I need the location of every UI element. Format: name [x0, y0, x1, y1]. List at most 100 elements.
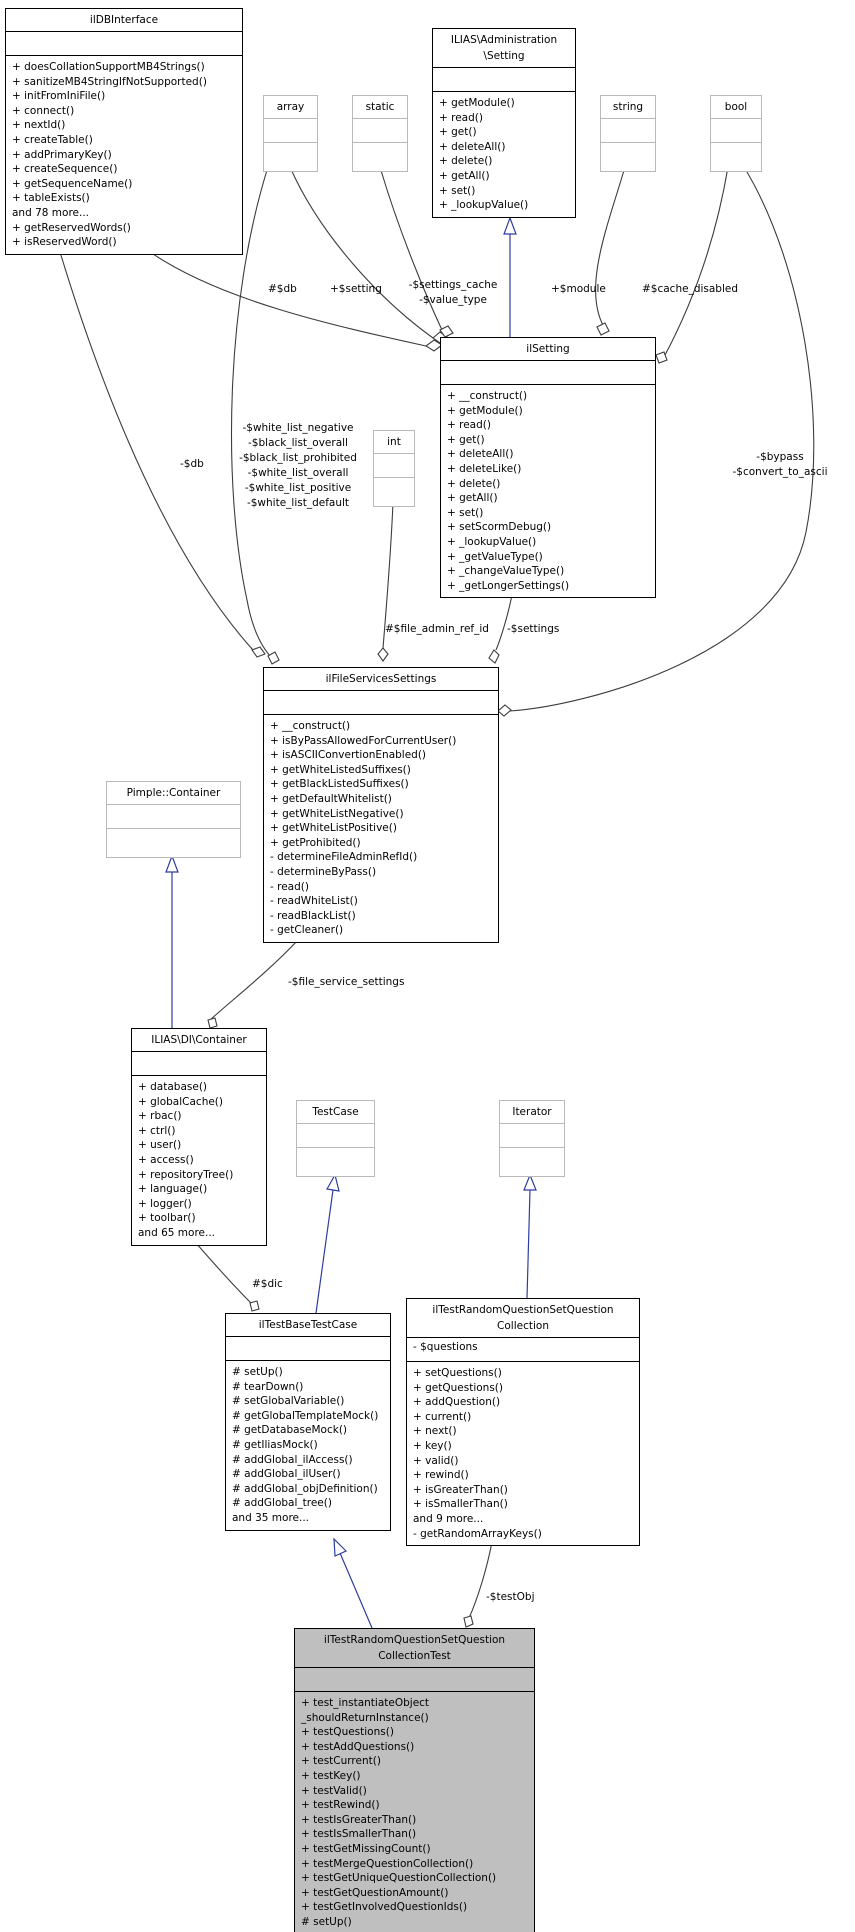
class-bool[interactable]: bool [710, 95, 762, 172]
class-testcase[interactable]: TestCase [296, 1100, 375, 1177]
text-line: #$dic [252, 1278, 283, 1290]
text-line: int [387, 436, 401, 448]
class-static[interactable]: static [352, 95, 408, 172]
text-line: + toolbar() [138, 1212, 196, 1225]
class-attributes [295, 1668, 534, 1692]
edge-ildbinterface-to-ilfileservicessettings [59, 251, 254, 651]
class-methods [601, 143, 655, 171]
text-line: Collection [497, 1320, 549, 1332]
class-int[interactable]: int [373, 430, 415, 507]
class-title: ilFileServicesSettings [264, 668, 498, 691]
class-methods: + getModule()+ read()+ get()+ deleteAll(… [433, 92, 575, 217]
text-line: + getWhiteListNegative() [270, 807, 404, 820]
class-ilias-administration-setting[interactable]: ILIAS\Administration\Setting+ getModule(… [432, 28, 576, 218]
text-line: + _lookupValue() [447, 535, 537, 548]
text-line: + testValid() [301, 1784, 367, 1797]
class-title: array [264, 96, 317, 119]
class-title: static [353, 96, 407, 119]
text-line: + delete() [439, 155, 493, 168]
text-line: + testGetInvolvedQuestionIds() [301, 1901, 468, 1914]
class-title: ilTestBaseTestCase [226, 1314, 390, 1337]
text-line: # setUp() [301, 1915, 352, 1928]
class-attributes [433, 68, 575, 92]
class-ilfileservicessettings[interactable]: ilFileServicesSettings+ __construct()+ i… [263, 667, 499, 943]
text-line: + testGetQuestionAmount() [301, 1886, 449, 1899]
text-line: + addPrimaryKey() [12, 148, 112, 161]
text-line: + _getValueType() [447, 550, 543, 563]
text-line: + testGetUniqueQuestionCollection() [301, 1872, 497, 1885]
text-line: + __construct() [447, 390, 528, 402]
class-methods [374, 478, 414, 506]
text-line: + testRewind() [301, 1799, 380, 1812]
class-attributes [353, 119, 407, 143]
class-methods: # setUp()# tearDown()# setGlobalVariable… [226, 1361, 390, 1530]
edge-label-settings-private: -$settings [507, 622, 559, 637]
text-line: -$white_list_positive [244, 482, 352, 494]
text-line: #$cache_disabled [642, 283, 739, 295]
text-line: + isGreaterThan() [413, 1483, 508, 1496]
text-line: + testIsSmallerThan() [301, 1828, 417, 1841]
edge-label-setting-public: +$setting [330, 282, 382, 297]
text-line: and 78 more... [12, 206, 90, 219]
class-string[interactable]: string [600, 95, 656, 172]
text-line: # addGlobal_ilAccess() [232, 1453, 353, 1466]
text-line: Iterator [512, 1106, 552, 1118]
edge-label-bypass: -$bypass-$convert_to_ascii [728, 450, 832, 480]
class-title: ILIAS\DI\Container [132, 1029, 266, 1052]
class-attributes [226, 1337, 390, 1361]
text-line: + getWhiteListedSuffixes() [270, 763, 411, 776]
class-iterator[interactable]: Iterator [499, 1100, 565, 1177]
text-line: ilTestBaseTestCase [258, 1319, 358, 1331]
text-line: and 35 more... [232, 1511, 310, 1524]
text-line: + _getLongerSettings() [447, 579, 570, 592]
class-array[interactable]: array [263, 95, 318, 172]
class-attributes: - $questions [407, 1338, 639, 1362]
class-methods: + test_instantiateObject_shouldReturnIns… [295, 1692, 534, 1932]
text-line: -$file_service_settings [288, 976, 405, 988]
text-line: + test_instantiateObject [301, 1697, 430, 1709]
class-attributes [6, 32, 242, 56]
class-attributes [601, 119, 655, 143]
text-line: + createSequence() [12, 163, 118, 176]
text-line: -$convert_to_ascii [732, 466, 828, 478]
text-line: + getBlackListedSuffixes() [270, 778, 409, 791]
text-line: + nextId() [12, 119, 66, 132]
class-ilsetting[interactable]: ilSetting+ __construct()+ getModule()+ r… [440, 337, 656, 599]
edge-dicontainer-to-iltestbasetestcase [195, 1242, 252, 1304]
text-line: + user() [138, 1139, 182, 1152]
class-iltestbasetestcase[interactable]: ilTestBaseTestCase # setUp()# tearDown()#… [225, 1313, 391, 1531]
text-line: + deleteLike() [447, 462, 522, 475]
class-title: Pimple::Container [107, 782, 240, 805]
edge-label-white-black-lists: -$white_list_negative-$black_list_overal… [228, 421, 368, 511]
text-line: + getProhibited() [270, 836, 361, 849]
class-title: ilDBInterface [6, 9, 242, 32]
text-line: + isASCIIConvertionEnabled() [270, 749, 427, 762]
text-line: + testQuestions() [301, 1726, 394, 1739]
text-line: +$setting [330, 283, 382, 295]
class-ilias-di-container[interactable]: ILIAS\DI\Container+ database()+ globalCa… [131, 1028, 267, 1246]
text-line: ILIAS\Administration [450, 34, 558, 46]
class-attributes [374, 454, 414, 478]
class-methods [107, 829, 240, 857]
text-line: - $questions [413, 1341, 478, 1353]
text-line: + set() [439, 184, 476, 197]
text-line: + setQuestions() [413, 1367, 502, 1379]
text-line: ilTestRandomQuestionSetQuestion [432, 1304, 614, 1316]
text-line: ILIAS\DI\Container [151, 1034, 247, 1046]
class-title: bool [711, 96, 761, 119]
text-line: -$white_list_negative [242, 422, 354, 434]
text-line: - read() [270, 880, 309, 893]
edge-label-file-service-settings: -$file_service_settings [288, 975, 404, 990]
aggregation-diamond [249, 1300, 260, 1312]
text-line: ilDBInterface [89, 14, 159, 26]
text-line: -$settings [507, 623, 560, 635]
class-attributes [132, 1052, 266, 1076]
edge-label-file-admin-ref-id: #$file_admin_ref_id [385, 622, 489, 637]
class-pimple-container[interactable]: Pimple::Container [106, 781, 241, 858]
text-line: + deleteAll() [447, 448, 514, 461]
class-ildbinterface[interactable]: ilDBInterface+ doesCollationSupportMB4St… [5, 8, 243, 255]
text-line: - getRandomArrayKeys() [413, 1527, 542, 1540]
text-line: - readWhiteList() [270, 895, 358, 908]
